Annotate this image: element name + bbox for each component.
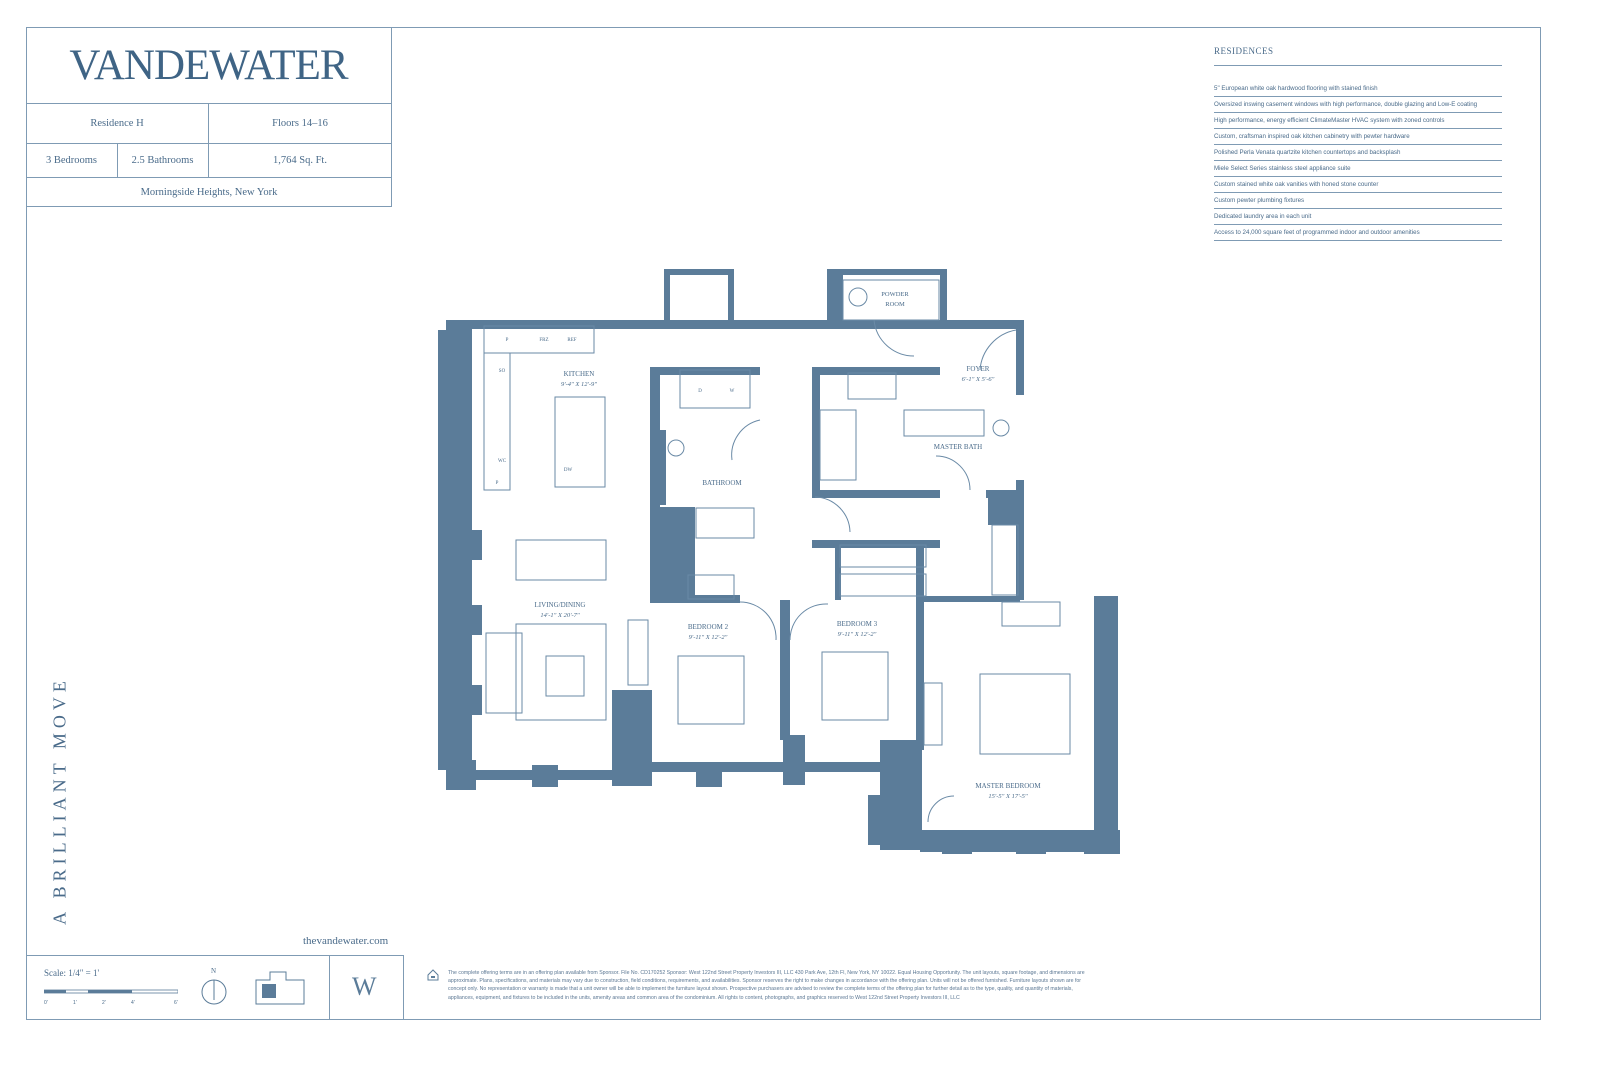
feature-item: Custom, craftsman inspired oak kitchen c…: [1214, 129, 1502, 145]
appliance-so: SO: [499, 369, 506, 374]
master-bath-label: MASTER BATH: [934, 443, 982, 451]
scale-tick: 2': [102, 1000, 106, 1006]
bedroom2-label: BEDROOM 2: [688, 623, 729, 631]
scale-bar: [44, 989, 178, 994]
scale-label: Scale: 1/4" = 1': [44, 968, 100, 978]
website-link[interactable]: thevandewater.com: [303, 935, 389, 947]
foyer-label: FOYER: [967, 365, 990, 373]
page-frame: [26, 27, 1541, 1020]
legal-disclaimer: The complete offering terms are in an of…: [448, 970, 1085, 1001]
equal-housing-icon: [427, 969, 439, 981]
appliance-frz: FRZ: [539, 338, 548, 343]
master-bedroom-label: MASTER BEDROOM: [975, 782, 1041, 790]
unit-info-box: VANDEWATER: [26, 27, 392, 207]
bedroom3-dim: 9'-11" X 12'-2": [838, 631, 877, 638]
appliance-wc: WC: [498, 459, 507, 464]
feature-item: Polished Perla Venata quartzite kitchen …: [1214, 145, 1502, 161]
appliance-p2: P: [496, 481, 499, 486]
feature-item: Access to 24,000 square feet of programm…: [1214, 225, 1502, 241]
living-dim: 14'-1" X 20'-7": [540, 612, 580, 619]
room-labels: KITCHEN 9'-4" X 12'-9" LIVING/DINING 14'…: [496, 291, 1042, 800]
appliance-ref: REF: [567, 338, 576, 343]
footer-box: [26, 955, 404, 1020]
feature-item: Oversized inswing casement windows with …: [1214, 97, 1502, 113]
powder-label: POWDER: [881, 291, 909, 298]
master-bedroom-dim: 15'-5" X 17'-5": [988, 793, 1028, 800]
kitchen-dim: 9'-4" X 12'-9": [561, 381, 597, 388]
residences-title: RESIDENCES: [1214, 46, 1274, 56]
bathroom-label: BATHROOM: [702, 479, 742, 487]
residence-name: Residence H: [90, 118, 144, 129]
keyplan-icon: [255, 971, 305, 1005]
tagline: A BRILLIANT MOVE: [49, 676, 70, 925]
powder-label-2: ROOM: [885, 301, 905, 308]
bedroom-count: 3 Bedrooms: [45, 154, 98, 166]
scale-tick: 6': [174, 1000, 178, 1006]
monogram-logo: W: [352, 972, 377, 1001]
feature-item: Custom pewter plumbing fixtures: [1214, 193, 1502, 209]
appliance-dw: DW: [564, 468, 573, 473]
bedroom3-label: BEDROOM 3: [837, 620, 878, 628]
square-footage: 1,764 Sq. Ft.: [273, 154, 327, 166]
feature-item: Custom stained white oak vanities with h…: [1214, 177, 1502, 193]
appliance-d: D: [698, 389, 702, 394]
feature-item: Dedicated laundry area in each unit: [1214, 209, 1502, 225]
foyer-dim: 6'-1" X 5'-6": [962, 376, 995, 383]
vandewater-logo: VANDEWATER: [26, 27, 391, 104]
appliance-p: P: [506, 338, 509, 343]
location: Morningside Heights, New York: [140, 186, 278, 198]
compass-icon: [201, 979, 227, 1005]
feature-item: Miele Select Series stainless steel appl…: [1214, 161, 1502, 177]
kitchen-label: KITCHEN: [564, 370, 595, 378]
living-label: LIVING/DINING: [535, 601, 586, 609]
feature-item: High performance, energy efficient Clima…: [1214, 113, 1502, 129]
north-label: N: [211, 967, 217, 975]
appliance-w: W: [730, 389, 735, 394]
scale-tick: 4': [131, 1000, 135, 1006]
bathroom-count: 2.5 Bathrooms: [131, 154, 194, 166]
floors: Floors 14–16: [272, 118, 328, 129]
feature-item: 5" European white oak hardwood flooring …: [1214, 81, 1502, 97]
scale-tick: 0': [44, 1000, 48, 1006]
scale-tick: 1': [73, 1000, 77, 1006]
bedroom2-dim: 9'-11" X 12'-2": [689, 634, 728, 641]
